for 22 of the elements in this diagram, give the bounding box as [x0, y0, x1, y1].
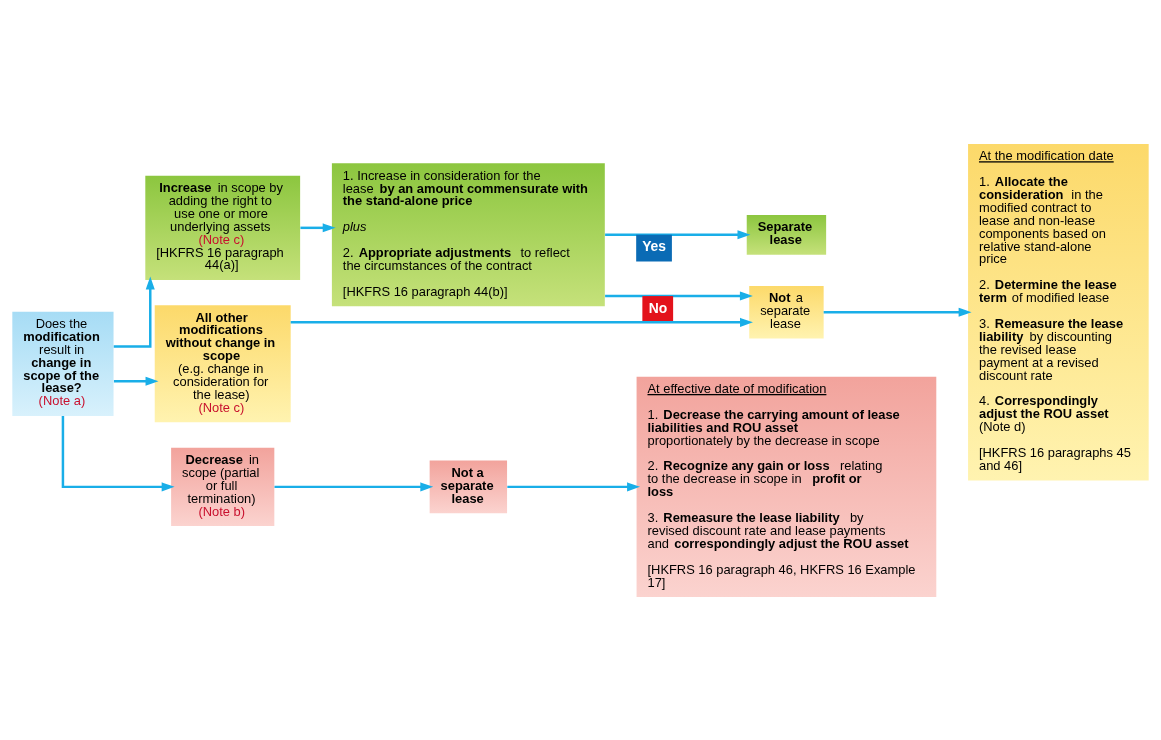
node-box: At the modification date 1. Allocate the consideration in the modified contract to lease and non-lease components based on relative stand-alone price 2. Determine the lease term of modified lease 3. Remeasure the lease liability by discounting the revised lease payment at a revised discount rate 4. Correspondingly adjust the ROU asset (Note d) [HKFRS 16 paragraphs 45 and 46] — [968, 143, 1149, 480]
arrow — [605, 229, 751, 239]
node-box: Not a separate lease — [749, 285, 824, 338]
node-box: Increase in scope by adding the right to use one or more underlying assets (Note c) [HKFRS 16 paragraph 44(a)] — [145, 175, 301, 280]
node-box: 1. Increase in consideration for the lease by an amount commensurate with the stand-alone price plus 2. Appropriate adjustments to reflect the circumstances of the contract [HKFRS 16 paragraph 44(b)] — [331, 162, 605, 306]
arrow — [113, 376, 159, 386]
arrow — [823, 307, 972, 317]
arrow — [605, 291, 753, 301]
node-box: Does the modification result in change in scope of the lease? (Note a) — [12, 311, 114, 416]
node-box: Separate lease — [746, 214, 827, 255]
arrow — [300, 222, 336, 232]
edge-label: No — [648, 299, 668, 316]
arrow — [507, 481, 640, 491]
arrow — [61, 415, 175, 491]
edge-label: Yes — [642, 237, 667, 254]
node-box: Not a separate lease — [429, 460, 508, 513]
node-box: All other modifications without change in scope (e.g. change in consideration for the lease) (Note c) — [154, 304, 291, 422]
node-box: Decrease in scope (partial or full termination) (Note b) — [171, 447, 275, 526]
arrow — [113, 275, 155, 348]
node-box: At effective date of modification 1. Decrease the carrying amount of lease liabilities and ROU asset proportionately by the decrease in scope 2. Recognize any gain or loss relating to the decrease in scope in profit or loss 3. Remeasure the lease liability by revised discount rate and lease payments and correspondingly adjust the ROU asset [HKFRS 16 paragraph 46, HKFRS 16 Example 17] — [636, 376, 937, 597]
arrow — [290, 317, 753, 327]
arrow — [274, 481, 434, 491]
